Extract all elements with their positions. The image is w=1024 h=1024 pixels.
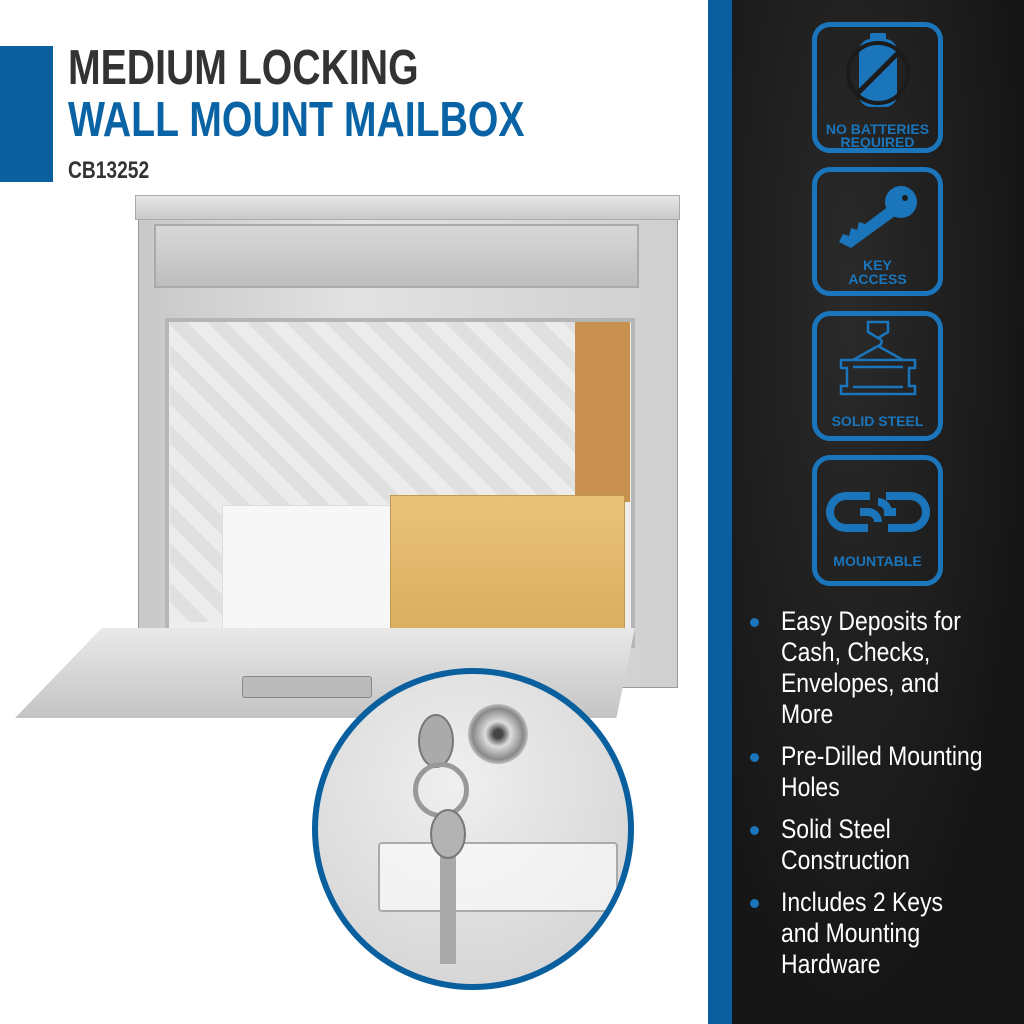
badge-label: ACCESS	[848, 271, 907, 287]
feature-list: Easy Deposits for Cash, Checks, Envelope…	[750, 606, 1020, 991]
manila-envelope	[575, 322, 630, 502]
badge-label: REQUIRED	[840, 134, 915, 150]
bullet-icon	[750, 753, 759, 762]
key-icon	[838, 186, 917, 248]
feature-text: Easy Deposits for Cash, Checks, Envelope…	[781, 606, 961, 729]
feature-text: Solid Steel Construction	[781, 814, 910, 875]
chain-link-icon	[825, 492, 930, 532]
letter	[222, 505, 394, 635]
bullet-icon	[750, 618, 759, 627]
door-lock	[242, 676, 372, 698]
steel-beam-icon	[839, 320, 916, 396]
badge-label: KEY	[863, 257, 892, 273]
model-number: CB13252	[68, 157, 150, 184]
kraft-envelope	[390, 495, 625, 645]
feature-item: Easy Deposits for Cash, Checks, Envelope…	[750, 606, 1020, 730]
feature-text: Includes 2 Keys and Mounting Hardware	[781, 887, 944, 979]
feature-item: Solid Steel Construction	[750, 814, 1020, 876]
key-shaft	[440, 854, 456, 964]
badge-label: SOLID STEEL	[831, 413, 924, 429]
badge-label: NO BATTERIES	[825, 121, 930, 137]
name-tag-holder	[378, 842, 618, 912]
accent-block	[0, 46, 53, 182]
mail-slot	[154, 224, 639, 288]
feature-text: Pre-Dilled Mounting Holes	[781, 741, 983, 802]
title-line-2: WALL MOUNT MAILBOX	[68, 93, 525, 147]
badge-solid-steel: SOLID STEEL	[812, 311, 943, 441]
bullet-icon	[750, 899, 759, 908]
badge-mountable: MOUNTABLE	[812, 455, 943, 586]
key-icon	[430, 809, 466, 859]
feature-item: Pre-Dilled Mounting Holes	[750, 741, 1020, 803]
bullet-icon	[750, 826, 759, 835]
title-line-1: MEDIUM LOCKING	[68, 41, 419, 95]
badge-label: MOUNTABLE	[833, 553, 922, 569]
lock-cylinder	[468, 704, 528, 764]
badge-key-access: KEY ACCESS	[812, 167, 943, 296]
divider-stripe	[708, 0, 732, 1024]
lock-closeup	[312, 668, 634, 990]
no-battery-icon	[845, 33, 910, 107]
key-icon	[418, 714, 454, 768]
mailbox-lid	[135, 195, 680, 220]
feature-item: Includes 2 Keys and Mounting Hardware	[750, 887, 1020, 980]
badge-no-batteries: NO BATTERIES REQUIRED	[812, 22, 943, 153]
